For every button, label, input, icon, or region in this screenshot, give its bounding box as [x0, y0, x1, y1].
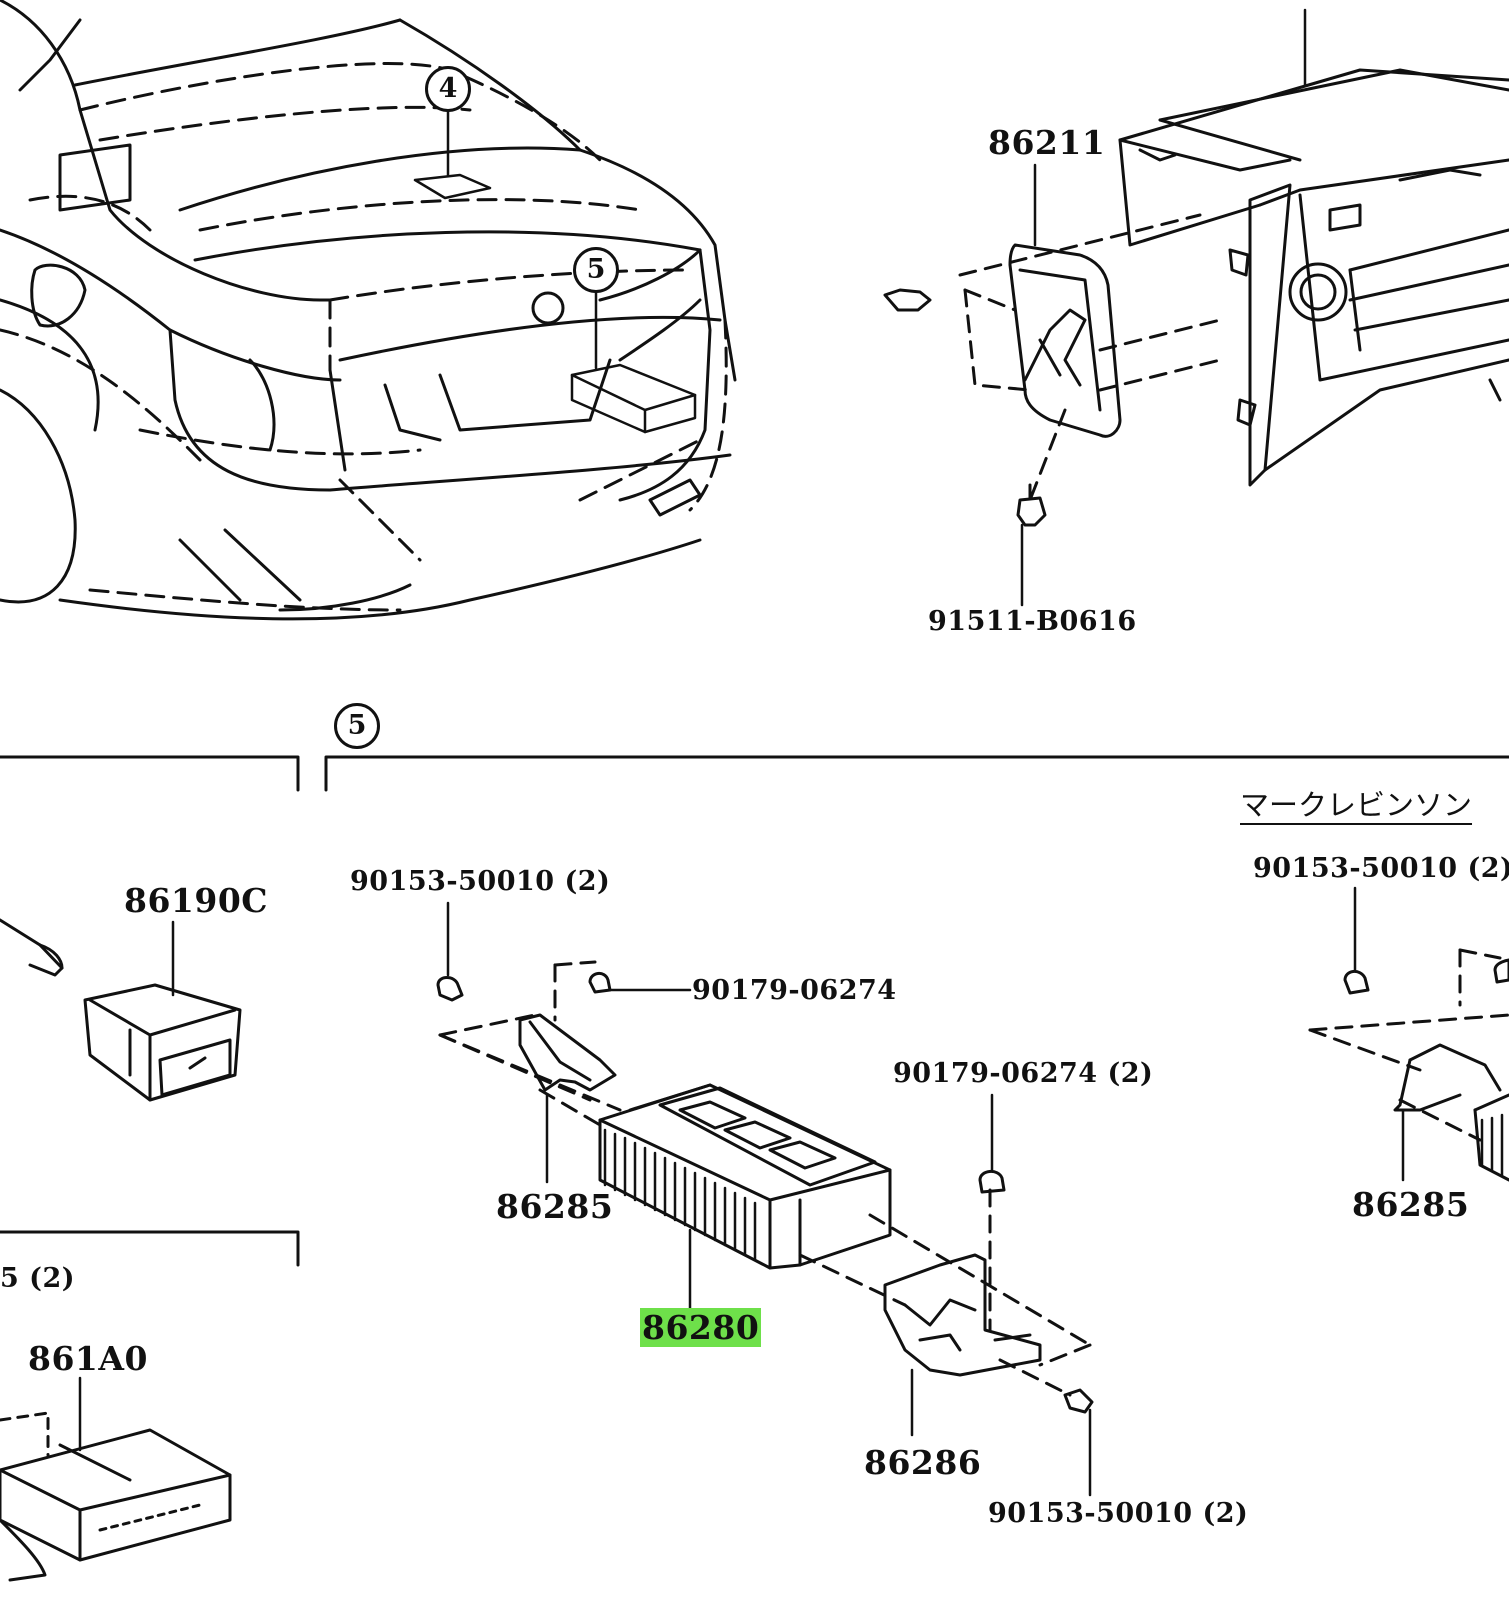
- part-label-90179-06274-2[interactable]: 90179-06274 (2): [893, 1058, 1154, 1089]
- car-rear-illustration: [0, 0, 737, 621]
- bracket-86285-left-illustration: [518, 1013, 617, 1184]
- section-note-mark-levinson: マークレビンソン: [1240, 788, 1473, 822]
- switch-86190c-illustration: [0, 918, 242, 1102]
- highlight-86280: 86280: [640, 1308, 762, 1347]
- center-dashed-lines: [438, 960, 1092, 1397]
- part-label-90153-50010-center-bottom[interactable]: 90153-50010 (2): [988, 1498, 1249, 1529]
- part-label-90153-50010-right[interactable]: 90153-50010 (2): [1253, 853, 1509, 884]
- part-label-90179-06274[interactable]: 90179-06274: [692, 975, 897, 1006]
- part-label-86190c[interactable]: 86190C: [124, 881, 269, 920]
- head-unit-illustration: [883, 8, 1509, 607]
- part-label-86280[interactable]: 86280: [640, 1308, 762, 1347]
- module-861a0-illustration: [0, 1376, 232, 1582]
- right-amplifier-partial: [1308, 886, 1509, 1182]
- part-label-90153-50010-center-top[interactable]: 90153-50010 (2): [350, 866, 611, 897]
- part-label-86286[interactable]: 86286: [864, 1443, 982, 1482]
- part-label-861a0[interactable]: 861A0: [28, 1339, 148, 1378]
- section-brackets: [0, 755, 1509, 1267]
- bracket-86286-illustration: [883, 1253, 1042, 1437]
- callout-5-section[interactable]: 5: [334, 703, 380, 749]
- center-fasteners: [436, 901, 1094, 1497]
- part-label-86285-center[interactable]: 86285: [496, 1187, 614, 1226]
- callout-4[interactable]: 4: [425, 66, 471, 112]
- part-label-91511-b0616[interactable]: 91511-B0616: [928, 606, 1137, 637]
- part-label-cut-left: 5 (2): [0, 1263, 76, 1294]
- part-label-86285-right[interactable]: 86285: [1352, 1185, 1470, 1224]
- callout-5-car[interactable]: 5: [573, 247, 619, 293]
- part-label-86211[interactable]: 86211: [988, 123, 1106, 162]
